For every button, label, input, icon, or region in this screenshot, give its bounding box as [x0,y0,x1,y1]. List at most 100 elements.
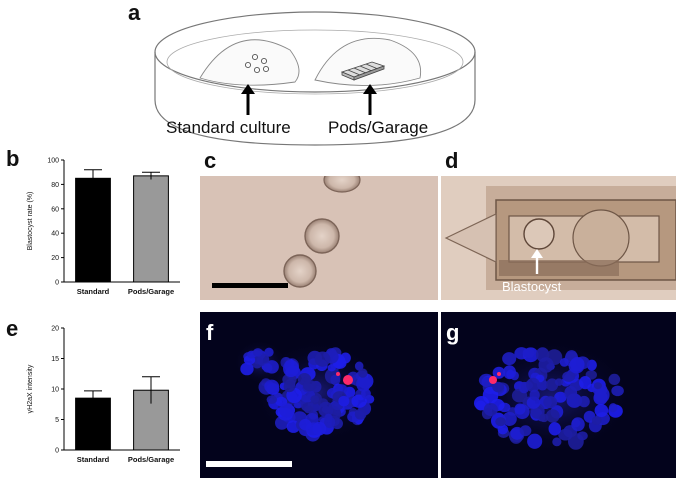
nucleus [570,356,585,372]
pods-garage-device [340,61,386,81]
nucleus [527,433,543,449]
nucleus [257,353,270,367]
gh2ax-focus [336,372,340,376]
nucleus [264,347,274,357]
nucleus [354,408,367,420]
nucleus [299,418,312,431]
nucleus [559,358,569,367]
nucleus [253,348,263,357]
dish-wall [154,52,476,146]
embryo-dot [253,66,261,74]
panel-label-f: f [206,320,214,345]
nucleus [529,389,540,401]
nucleus [312,421,327,436]
blastocyst-cell [283,254,317,288]
y-tick-label: 80 [51,182,59,189]
nucleus [303,405,314,414]
y-tick-label: 40 [51,231,59,238]
nucleus [262,363,273,373]
x-tick-label: Standard [77,455,110,464]
panel-label-e: e [6,316,19,341]
nucleus [578,395,590,408]
y-tick-label: 60 [51,206,59,213]
y-axis-label: γH2aX intensity [27,364,34,413]
nucleus [358,368,368,378]
arrow-head-pods [363,84,377,94]
nucleus [594,403,609,418]
nucleus [611,385,624,397]
embryo-dot [244,61,252,69]
nucleus [564,385,578,400]
nucleus [548,422,562,436]
nucleus [324,413,333,423]
nucleus [266,395,278,404]
brightfield-standard-image [200,176,438,300]
y-tick-label: 15 [51,356,59,363]
nucleus [502,352,517,366]
nucleus [562,371,576,382]
x-tick-label: Standard [77,287,110,296]
blastocyst-in-pod [523,218,555,250]
nucleus [571,417,585,432]
y-tick-label: 100 [47,158,59,165]
nucleus [554,391,567,403]
embryo-dot [260,57,268,65]
panel-label-a: a [128,0,141,25]
nucleus [538,357,554,373]
blastocyst-cell [323,176,361,193]
y-tick-label: 20 [51,326,59,333]
nucleus [526,377,541,393]
nucleus [279,403,295,418]
fluorescence-pods-image [441,312,676,478]
scale-bar [212,283,288,288]
bar [75,397,111,451]
y-tick-label: 5 [55,417,59,424]
nucleus [608,403,618,413]
nucleus [578,376,592,390]
pods-drop [314,37,422,86]
nucleus [543,396,558,409]
gh2ax-focus [489,376,497,384]
nucleus [492,381,504,393]
nucleus [577,431,588,441]
nucleus [539,413,549,423]
standard-culture-label: Standard culture [166,118,291,137]
y-tick-label: 20 [51,255,59,262]
nucleus [545,409,560,423]
nucleus [356,375,371,392]
panel-label-c: c [204,148,217,173]
nucleus [283,359,299,378]
panel-label-g: g [446,320,460,345]
nucleus [327,364,336,372]
nucleus [318,401,334,417]
y-axis-label: Blastocyst rate (%) [27,192,34,251]
embryo-dot [262,65,270,73]
bar [75,177,111,283]
x-tick-label: Pods/Garage [128,455,174,464]
nucleus [361,388,371,399]
gh2ax-focus [497,372,501,376]
nucleus [554,378,564,386]
nucleus [338,395,350,407]
nucleus [264,379,280,394]
nucleus [522,348,535,359]
y-tick-label: 10 [51,387,59,394]
y-tick-label: 0 [55,448,59,455]
nucleus [495,417,506,427]
nucleus [330,374,341,386]
scale-bar [206,461,292,467]
nucleus [506,369,515,379]
panel-label-b: b [6,146,20,171]
nucleus [514,403,526,415]
nucleus [314,351,331,367]
nucleus [591,416,602,426]
pods-garage-label: Pods/Garage [328,118,429,137]
nucleus [558,428,573,441]
embryo-dot [251,53,259,61]
nucleus [519,425,532,437]
panel-label-d: d [445,148,459,173]
x-tick-label: Pods/Garage [128,287,174,296]
nucleus [240,362,254,376]
blastocyst-cell [304,218,340,254]
